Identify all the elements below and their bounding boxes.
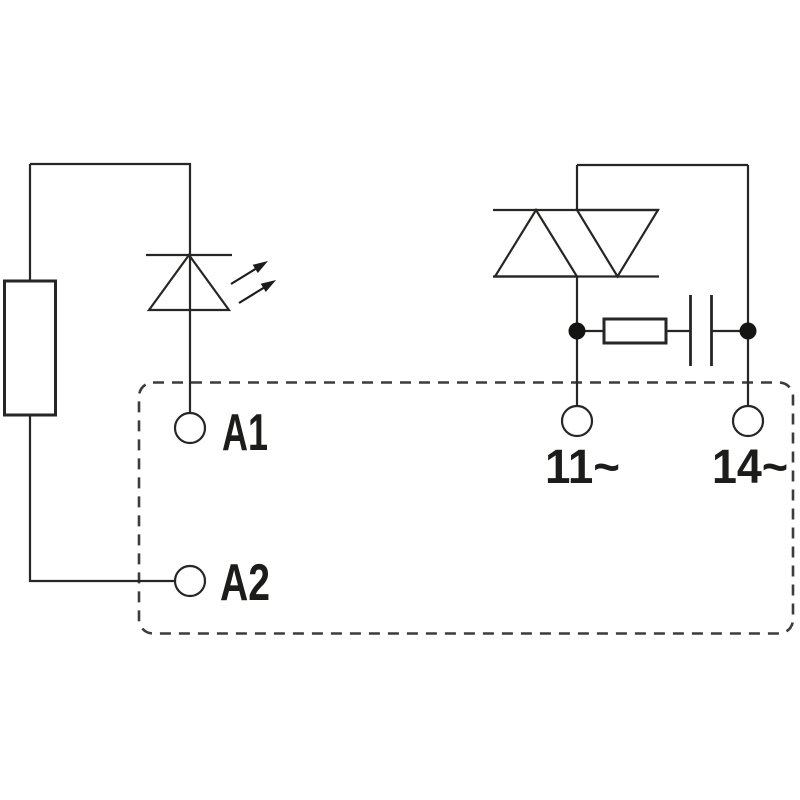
wire-left-lower-to-a2 xyxy=(28,415,175,583)
light-arrow-2-shaft xyxy=(238,286,266,304)
snubber-capacitor xyxy=(689,295,713,366)
wire-top-to-a1 xyxy=(30,162,192,413)
led-light-emission-arrows xyxy=(230,261,276,304)
terminal-a2-circle xyxy=(173,564,207,598)
light-arrow-1-head xyxy=(252,261,268,273)
terminal-11-circle xyxy=(560,404,594,438)
snubber-resistor-body xyxy=(602,317,668,345)
triac xyxy=(493,207,660,279)
module-boundary xyxy=(137,381,795,635)
triac-triangle-down xyxy=(575,208,660,279)
junction-dot-right xyxy=(739,322,757,340)
module-boundary-rect xyxy=(137,381,795,635)
triac-triangle-up xyxy=(493,207,579,278)
junction-dot-left xyxy=(568,322,586,340)
terminal-a2-label: A2 xyxy=(220,554,270,612)
terminal-a1-circle xyxy=(173,411,207,445)
led-triangle xyxy=(146,253,232,312)
light-arrow-2-head xyxy=(260,280,276,292)
light-arrow-1-shaft xyxy=(230,267,258,285)
output-circuit-wires xyxy=(575,163,750,406)
terminal-11-label: 11~ xyxy=(545,441,620,494)
snubber-resistor xyxy=(602,317,668,345)
input-series-resistor xyxy=(3,279,57,417)
terminal-14-circle xyxy=(731,404,765,438)
terminal-a1-label: A1 xyxy=(222,404,268,462)
resistor-body xyxy=(3,279,57,417)
terminal-14-label: 14~ xyxy=(712,441,788,494)
indicator-led xyxy=(146,253,232,312)
input-circuit-wires xyxy=(28,162,192,583)
